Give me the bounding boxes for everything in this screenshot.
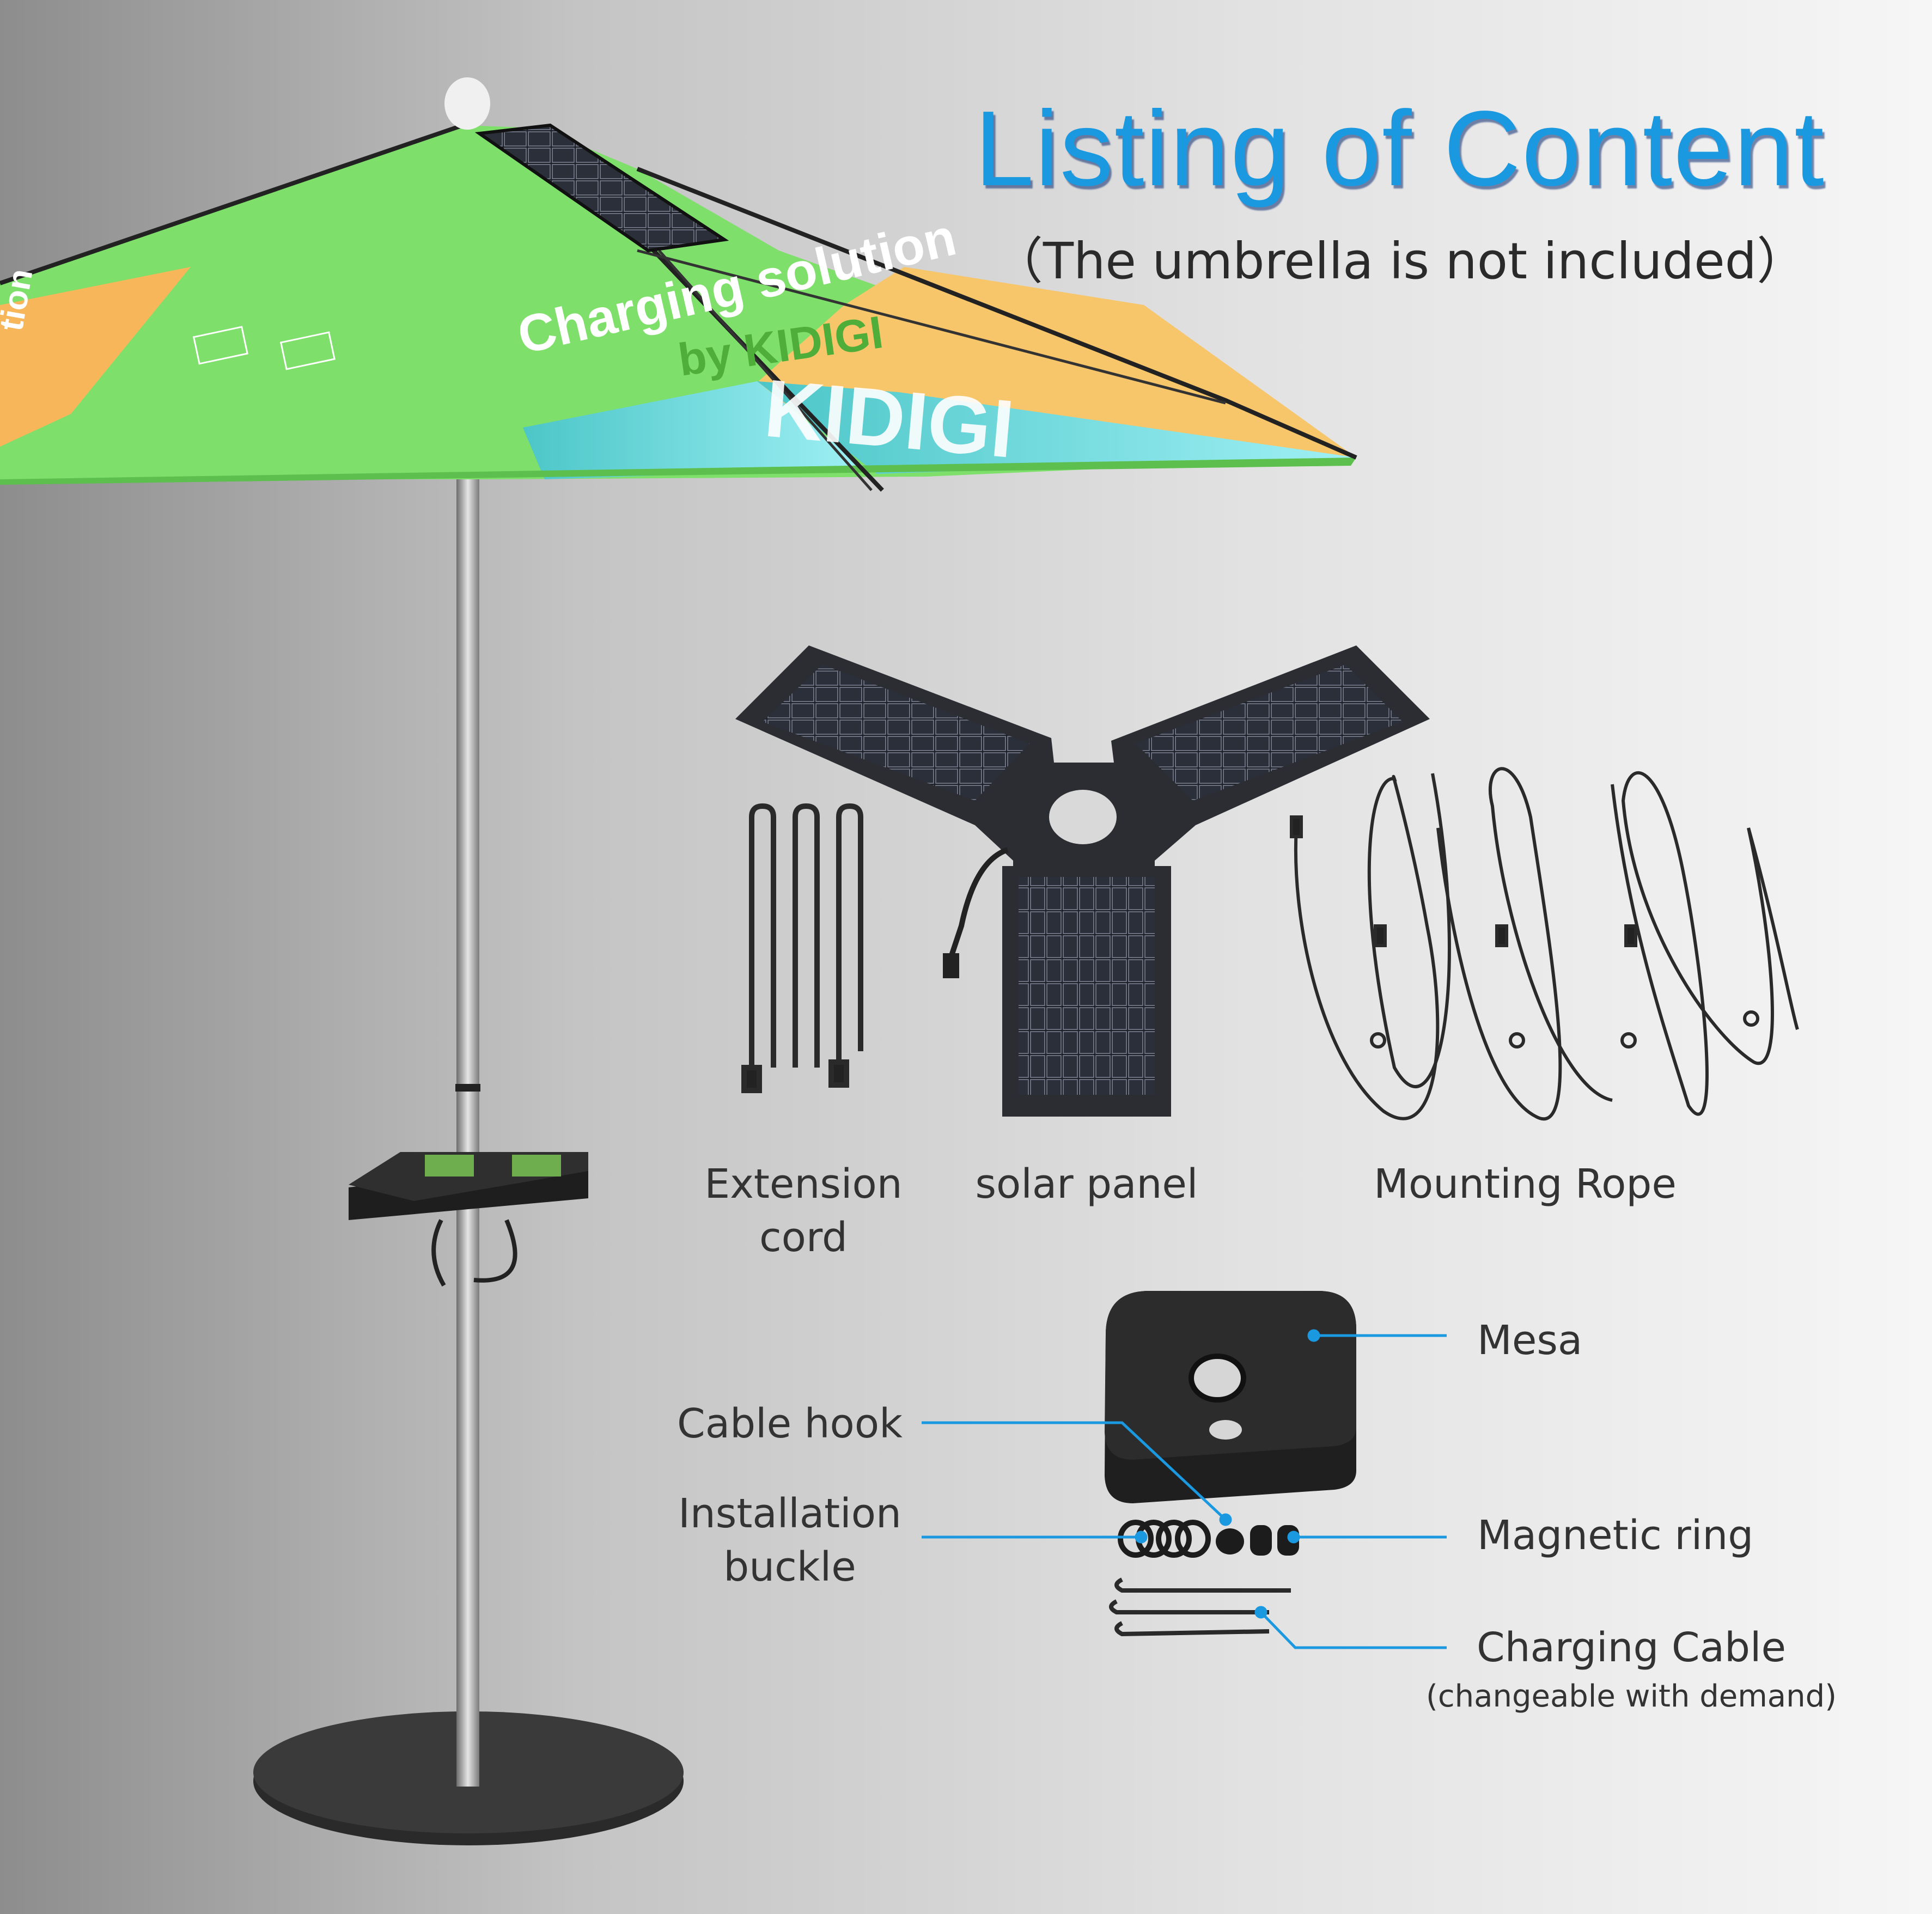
label-installation-buckle-line2: buckle	[723, 1544, 856, 1590]
label-extension-cord: Extension cord	[681, 1157, 926, 1264]
label-installation-buckle-line1: Installation	[678, 1490, 901, 1537]
label-mounting-rope: Mounting Rope	[1374, 1161, 1677, 1208]
page-subtitle: （The umbrella is not included）	[992, 232, 1807, 290]
solar-panel-image	[735, 645, 1430, 1117]
page-title: Listing of Content	[974, 89, 1825, 208]
umbrella-brand: KIDIGI	[761, 362, 1017, 475]
mesa-image	[1105, 1291, 1356, 1503]
umbrella-pole	[456, 479, 479, 1787]
label-charging-cable: Charging Cable	[1476, 1624, 1787, 1671]
mounted-mesa	[349, 1152, 588, 1287]
label-extension-cord-line1: Extension	[704, 1161, 903, 1208]
app-badges-icon	[192, 326, 336, 370]
label-installation-buckle: Installation buckle	[654, 1487, 926, 1594]
mounting-rope-image	[1290, 767, 1799, 1120]
label-charging-cable-note: (changeable with demand)	[1426, 1679, 1837, 1714]
extension-cord-image	[741, 803, 863, 1093]
label-cable-hook: Cable hook	[677, 1400, 903, 1447]
accessories-image	[1109, 1520, 1299, 1637]
label-solar-panel: solar panel	[975, 1161, 1198, 1208]
label-magnetic-ring: Magnetic ring	[1477, 1512, 1754, 1559]
umbrella-canopy	[0, 77, 1357, 492]
label-mesa: Mesa	[1477, 1317, 1583, 1364]
label-extension-cord-line2: cord	[759, 1214, 848, 1261]
callout-lines	[922, 1329, 1447, 1649]
